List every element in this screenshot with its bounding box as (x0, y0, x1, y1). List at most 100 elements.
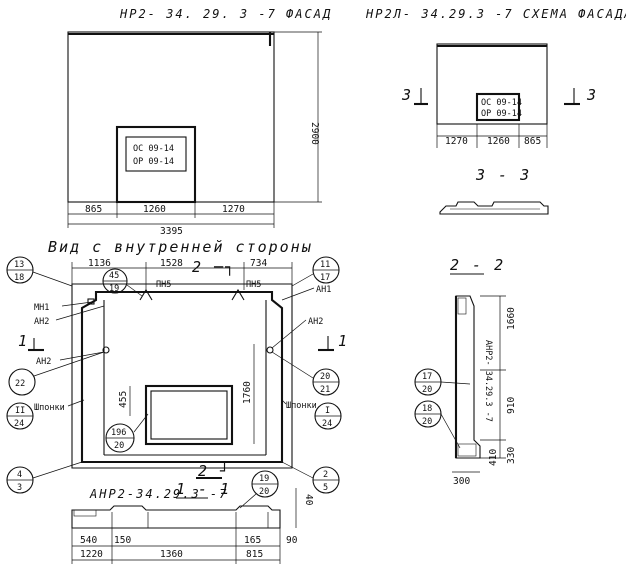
section-1-1-dim-1360: 1360 (160, 549, 183, 560)
callout-top: 17 (422, 372, 432, 382)
callout-45-19: 45 19 (102, 268, 143, 297)
section-3-3-title: 3 - 3 (475, 166, 531, 184)
section-1-1-dim-1220: 1220 (80, 549, 103, 560)
interior-an1: АН1 (316, 285, 331, 295)
scheme-plate (475, 92, 521, 122)
interior-view: Вид с внутренней стороны 1136 1528 734 2… (6, 238, 349, 494)
section-2-2-dim-300: 300 (453, 476, 470, 487)
interior-pn5-left: ПН5 (156, 280, 171, 290)
scheme-dim-865: 865 (524, 136, 541, 147)
scheme-view: НР2Л- 34.29.3 -7 СХЕМА ФАСАДА ОС 09-14 О… (365, 7, 626, 148)
facade-dim-865: 865 (85, 204, 102, 215)
section-1-1-dim-150: 150 (114, 535, 131, 546)
interior-loop-right (231, 288, 245, 301)
callout-13-18: 13 18 (6, 256, 73, 287)
interior-section-2-mark: 2 ─┐ (192, 258, 236, 276)
facade-view: НР2- 34. 29. 3 -7 ФАСАД ОС 09-14 ОР 09-1… (67, 7, 332, 237)
interior-mn1-leader (61, 301, 93, 307)
callout-top: 45 (109, 271, 119, 281)
callout-top: 20 (320, 372, 330, 382)
section-1-1-dim-165: 165 (244, 535, 261, 546)
callout-top: I (325, 406, 330, 416)
facade-window (115, 125, 197, 204)
interior-dim-1136: 1136 (88, 258, 111, 269)
scheme-dim-1260: 1260 (487, 136, 510, 147)
scheme-cut-left: 3 (401, 86, 413, 104)
section-2-2: 2 - 2 АНР2- 34.29.3 -7 1660 910 410 330 … (414, 256, 517, 487)
interior-mn1-detail (87, 298, 95, 305)
callout-bottom: 20 (422, 417, 432, 427)
section-1-1-title: 1 - 1 (176, 480, 231, 498)
scheme-dim-1270: 1270 (445, 136, 468, 147)
interior-window (144, 384, 234, 446)
section-2-2-hatch-bottom (457, 443, 477, 457)
callout-2-5: 2 5 (281, 461, 340, 494)
callout-4-3: 4 3 (6, 461, 83, 494)
section-3-3: 3 - 3 (439, 166, 549, 215)
callout-top: 4 (17, 470, 22, 480)
scheme-cut-right: 3 (586, 86, 598, 104)
interior-section-2-low: 2 ┘ (198, 461, 231, 480)
interior-shponki-left-leader (67, 399, 85, 407)
facade-plate-bottom: ОР 09-14 (133, 157, 174, 167)
interior-an2-b: АН2 (36, 357, 51, 367)
scheme-panel-outline (436, 43, 548, 125)
callout-top: 19 (259, 474, 269, 484)
facade-dim-1260: 1260 (143, 204, 166, 215)
interior-dim-1528: 1528 (160, 258, 183, 269)
scheme-title: НР2Л- 34.29.3 -7 СХЕМА ФАСАДА (365, 7, 626, 21)
callout-bottom: 3 (17, 483, 22, 493)
interior-mn1: МН1 (34, 303, 49, 313)
callout-bottom: 21 (320, 385, 330, 395)
interior-dim-1760: 1760 (242, 381, 253, 404)
callout-top: 22 (15, 379, 25, 389)
callout-bottom: 17 (320, 273, 330, 283)
interior-an2-a: АН2 (34, 317, 49, 327)
callout-bottom: 20 (259, 487, 269, 497)
section-2-2-dim-1660: 1660 (506, 307, 517, 330)
callout-top: 2 (323, 470, 328, 480)
section-1-1-dim-40: 40 (303, 494, 314, 506)
interior-cut-right: 1 (338, 332, 349, 350)
callout-19-20: 19 20 (239, 470, 279, 509)
callout-bottom: 18 (14, 273, 24, 283)
callout-top: II (15, 406, 25, 416)
facade-plate (125, 136, 187, 172)
section-1-1-profile (71, 505, 281, 529)
interior-an2-c: АН2 (308, 317, 323, 327)
callout-top: 13 (14, 260, 24, 270)
facade-dim-total: 3395 (160, 226, 183, 237)
section-1-1-hatch-left (73, 509, 97, 517)
callout-bottom: 24 (322, 419, 332, 429)
callout-17-20: 17 20 (414, 368, 471, 396)
interior-shponki-right-leader (281, 399, 287, 405)
interior-shponki-left: Шпонки (34, 403, 65, 413)
section-2-2-dim-410: 410 (488, 449, 499, 466)
interior-an2-c-leader (271, 319, 307, 349)
interior-an2-b-leader (59, 351, 105, 361)
callout-bottom: 24 (14, 419, 24, 429)
section-2-2-title: 2 - 2 (450, 256, 505, 274)
interior-cut-left: 1 (18, 332, 29, 350)
section-1-1-dim-90: 90 (286, 535, 298, 546)
interior-an2-a-leader (55, 305, 105, 321)
section-2-2-profile (455, 295, 481, 459)
callout-18-20: 18 20 (414, 400, 461, 449)
section-2-2-hatch-top (457, 297, 467, 315)
callout-bottom: 20 (422, 385, 432, 395)
interior-loop-left (139, 288, 153, 301)
callout-bottom: 19 (109, 284, 119, 294)
section-2-2-label: АНР2- 34.29.3 -7 (483, 340, 493, 422)
interior-pn5-right: ПН5 (246, 280, 261, 290)
scheme-plate-bottom: ОР 09-14 (481, 109, 522, 119)
callout-bottom: 20 (114, 441, 124, 451)
interior-shponki-right: Шпонки (286, 401, 317, 411)
section-1-1-dim-815: 815 (246, 549, 263, 560)
facade-panel-outline (67, 31, 275, 203)
section-2-2-dim-910: 910 (506, 397, 517, 414)
callout-top: 18 (422, 404, 432, 414)
callout-196-20: 196 20 (105, 413, 149, 453)
facade-title: НР2- 34. 29. 3 -7 ФАСАД (119, 7, 332, 21)
callout-I-24: I 24 (314, 402, 342, 430)
